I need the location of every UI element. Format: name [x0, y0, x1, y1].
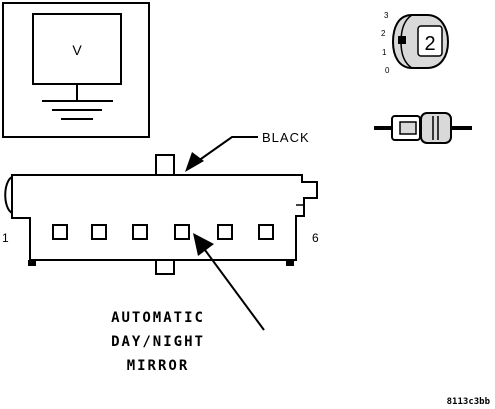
pin-cavity-2 — [91, 224, 107, 240]
pin-label-first: 1 — [2, 231, 9, 245]
pin-probe-icon — [374, 112, 472, 144]
component-arrowhead — [193, 233, 214, 256]
component-callout — [193, 233, 265, 331]
callout-arrowhead — [185, 152, 204, 172]
pin-cavity-6 — [258, 224, 274, 240]
pin-cavity-4 — [174, 224, 190, 240]
component-name-line-2: DAY/NIGHT — [111, 334, 205, 350]
pin-cavity-5 — [217, 224, 233, 240]
key-position-0: 0 — [385, 66, 390, 75]
color-callout: BLACK — [185, 130, 310, 172]
connector-shell — [11, 174, 318, 261]
ignition-key-icon: 3 2 1 0 2 — [381, 11, 450, 75]
key-position-2: 2 — [381, 29, 386, 38]
figure-code: 8113c3bb — [447, 397, 491, 407]
connector-color-label: BLACK — [262, 130, 310, 145]
component-name-line-3: MIRROR — [127, 358, 190, 374]
pin-cavity-1 — [52, 224, 68, 240]
connector-latch — [155, 154, 175, 176]
ground-icon — [42, 100, 113, 120]
key-selected-position: 2 — [424, 33, 435, 55]
key-number-plate — [417, 25, 443, 57]
component-name-line-1: AUTOMATIC — [111, 310, 205, 326]
key-position-3: 3 — [384, 11, 389, 20]
pin-cavity-3 — [132, 224, 148, 240]
key-indicator — [398, 36, 406, 44]
meter-symbol: V — [72, 42, 82, 58]
key-position-1: 1 — [382, 48, 387, 57]
voltmeter-panel: V — [2, 2, 150, 138]
connector — [4, 154, 318, 275]
voltmeter-frame — [2, 2, 150, 138]
pin-label-last: 6 — [312, 231, 319, 245]
